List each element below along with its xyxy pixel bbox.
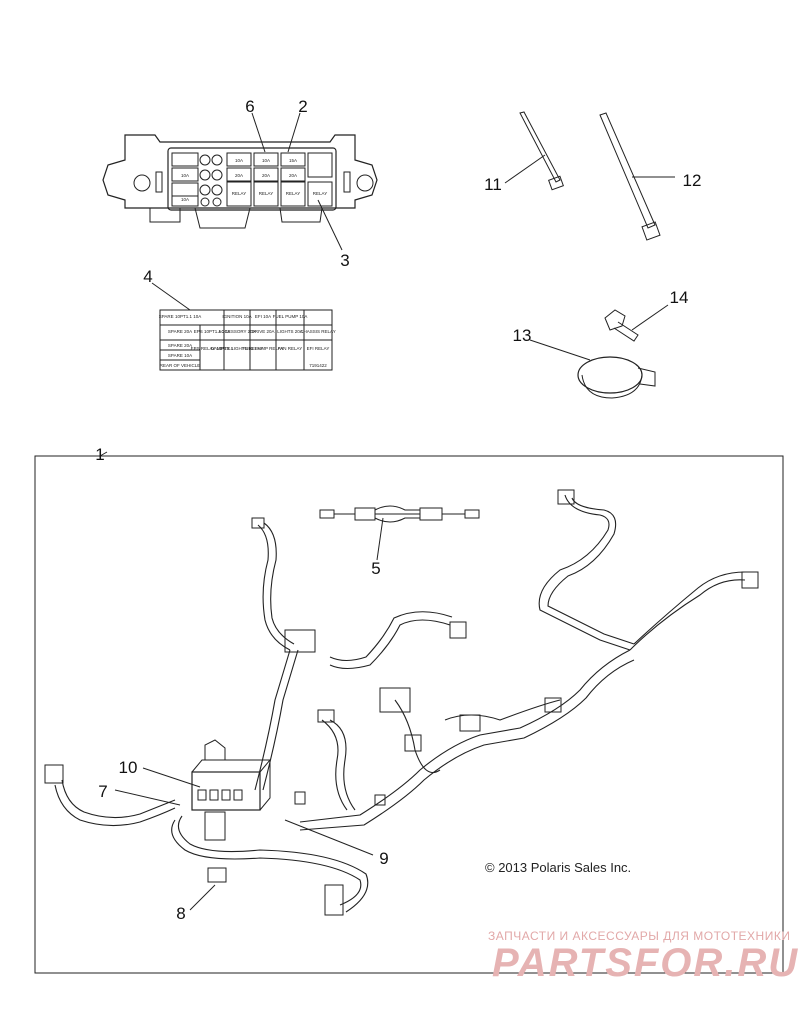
leader-line-7 — [114, 789, 181, 806]
leader-line-2 — [287, 112, 301, 153]
chart-cell: LIGHTS 20A — [277, 329, 303, 334]
fuse-label: 10A — [235, 158, 243, 163]
fuse-box-assembly: 10A 10A 15A 10A 20A 20A 20A RELAY RELAY … — [102, 134, 378, 229]
connector — [207, 867, 227, 883]
chart-cell: EFI 10A — [255, 314, 271, 319]
callout-7: 7 — [98, 782, 107, 801]
callout-9: 9 — [379, 849, 388, 868]
chart-cell: FUEL PUMP RELAY — [242, 346, 283, 351]
fuse-label: 10A — [181, 173, 189, 178]
clamp — [577, 356, 656, 399]
callout-4: 4 — [143, 267, 152, 286]
callout-6: 6 — [245, 97, 254, 116]
chart-cell: DAMPER LIGHTS RELAY — [211, 346, 263, 351]
copyright-text: © 2013 Polaris Sales Inc. — [485, 860, 631, 875]
chart-cell: DRIVE 20A — [251, 329, 274, 334]
callout-10: 10 — [119, 758, 138, 777]
leader-line-1 — [99, 451, 108, 457]
connector — [374, 794, 386, 806]
harness-fuse-box — [191, 739, 272, 841]
chart-cell: IGNITION 10A — [222, 314, 251, 319]
fuse-label: 10A — [262, 158, 270, 163]
leader-line-8 — [189, 884, 216, 911]
chart-code: 7191422 — [309, 363, 327, 368]
chart-cell: FUEL PUMP 10A — [273, 314, 308, 319]
fuse-label: 10A — [181, 197, 189, 202]
fuse-label: 20A — [235, 173, 243, 178]
chart-cell: EPS RELAY 10PT1.1 — [191, 346, 234, 351]
connector — [284, 629, 316, 653]
leader-line-10 — [142, 767, 201, 788]
callout-1: 1 — [95, 445, 104, 464]
chart-cell: EFI RELAY — [307, 346, 330, 351]
leader-line-14 — [631, 304, 669, 331]
watermark-top-text: ЗАПЧАСТИ И АКСЕССУАРЫ ДЛЯ МОТОТЕХНИКИ — [488, 929, 790, 943]
relay-label: RELAY — [232, 191, 246, 196]
chart-cell: FAN RELAY — [278, 346, 302, 351]
relay-label: RELAY — [313, 191, 327, 196]
leader-line-3 — [317, 199, 343, 251]
callout-14: 14 — [670, 288, 689, 307]
leader-line-11 — [504, 154, 546, 184]
connector — [404, 734, 422, 752]
fuse-label: 15A — [289, 158, 297, 163]
fuse-chart-label: SPARE 10PT1.1 10A IGNITION 10A EFI 10A F… — [159, 309, 336, 371]
connector — [449, 621, 467, 639]
fuse-label: 20A — [289, 173, 297, 178]
harness-frame — [34, 455, 784, 974]
fuse-label: 20A — [262, 173, 270, 178]
connector — [459, 714, 481, 732]
chart-footer: REAR OF VEHICLE — [160, 363, 201, 368]
connector — [294, 791, 306, 805]
connector — [379, 687, 411, 713]
leader-line-6 — [251, 112, 266, 153]
main-wire-harness — [54, 494, 746, 913]
chart-cell: SPARE 20A — [168, 343, 192, 348]
cable-tie-small — [519, 111, 564, 191]
leader-line-13 — [529, 339, 591, 361]
chart-cell: SPARE 20A — [168, 329, 192, 334]
callout-13: 13 — [513, 326, 532, 345]
relay-label: RELAY — [259, 191, 273, 196]
chart-cell: EPS 10PT1.1 20A — [194, 329, 231, 334]
leader-line-4 — [151, 282, 191, 311]
callout-8: 8 — [176, 904, 185, 923]
connector — [544, 697, 562, 713]
callout-5: 5 — [371, 559, 380, 578]
relay-label: RELAY — [286, 191, 300, 196]
callout-12: 12 — [683, 171, 702, 190]
connector — [251, 517, 265, 529]
chart-cell: SPARE 10PT1.1 10A — [159, 314, 201, 319]
connector — [557, 489, 575, 505]
chart-cell: SPARE 10A — [168, 353, 192, 358]
cable-tie-large — [599, 112, 661, 241]
bolt — [604, 309, 639, 342]
connectors — [44, 489, 759, 916]
chart-cell: ACCESSORY 20A — [218, 329, 255, 334]
watermark-logo: PARTSFOR.RU — [492, 941, 799, 985]
leader-line-5 — [376, 517, 384, 561]
connector — [741, 571, 759, 589]
callout-11: 11 — [484, 175, 502, 194]
fuse-grid — [171, 152, 333, 207]
connector — [317, 709, 335, 723]
callout-3: 3 — [340, 251, 349, 270]
chart-cell: CHASSIS RELAY — [300, 329, 335, 334]
connector — [324, 884, 344, 916]
jumper-harness — [319, 505, 480, 523]
leader-line-9 — [284, 819, 374, 856]
connector — [44, 764, 64, 784]
callout-2: 2 — [298, 97, 307, 116]
